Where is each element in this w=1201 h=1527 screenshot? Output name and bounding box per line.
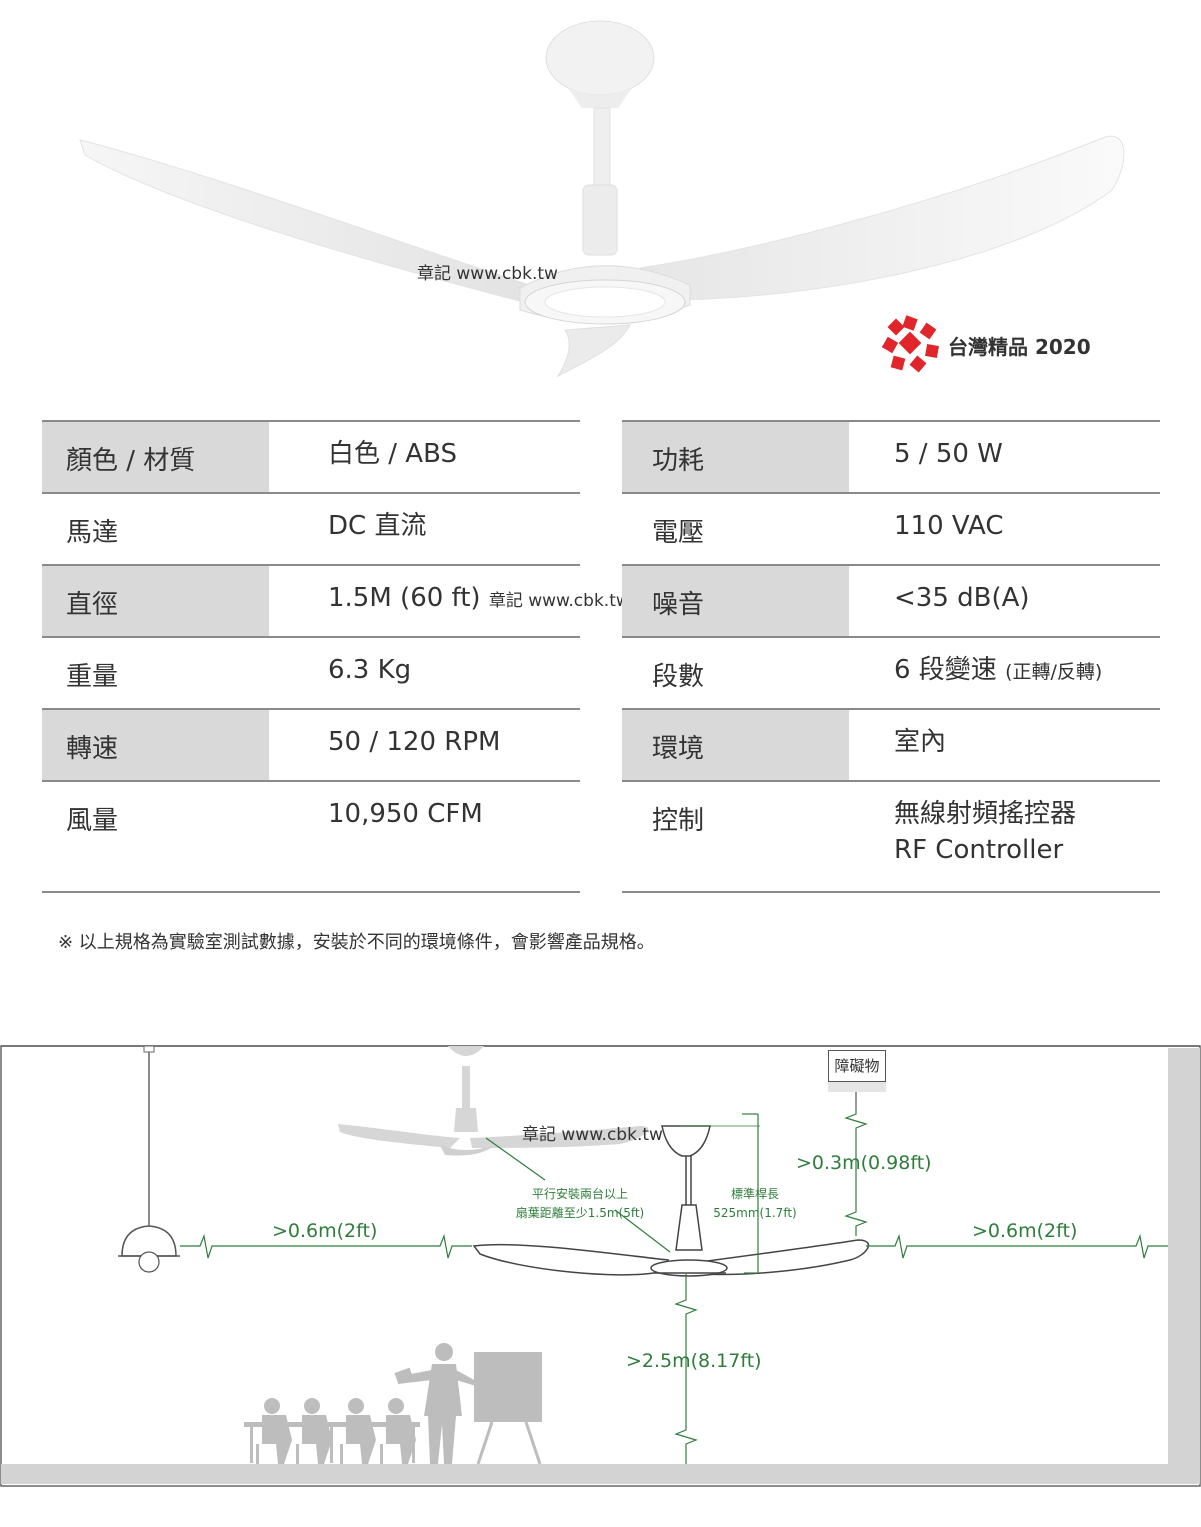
spec-label: 功耗	[652, 446, 705, 476]
rod-length-note: 標準桿長 525mm(1.7ft)	[700, 1185, 810, 1223]
spec-value-text: 1.5M (60 ft)	[328, 583, 481, 613]
row-divider	[42, 492, 580, 494]
table-row: 重量 6.3 Kg	[42, 638, 580, 710]
disclaimer-note: ※ 以上規格為實驗室測試數據，安裝於不同的環境條件，會影響產品規格。	[58, 932, 655, 953]
table-row: 轉速 50 / 120 RPM	[42, 710, 580, 782]
table-top-line	[42, 420, 580, 422]
award-text: 台灣精品 2020	[948, 335, 1091, 359]
spec-label: 重量	[66, 662, 119, 692]
spec-value: 6.3 Kg	[328, 655, 412, 685]
spec-value-line2: RF Controller	[894, 835, 1064, 865]
row-divider	[42, 780, 580, 782]
row-label-cell	[622, 422, 849, 494]
parallel-note-line1: 平行安裝兩台以上	[531, 1187, 628, 1201]
table-row: 功耗 5 / 50 W	[622, 422, 1160, 494]
row-divider	[42, 636, 580, 638]
clearance-right-label: >0.6m(2ft)	[972, 1220, 1078, 1242]
spec-table-left: 顏色 / 材質 白色 / ABS 馬達 DC 直流 直徑 1.5M (60 ft…	[42, 420, 630, 893]
clearance-floor-label: >2.5m(8.17ft)	[626, 1350, 762, 1372]
row-divider	[622, 891, 1160, 893]
rod-note-line1: 標準桿長	[730, 1187, 779, 1201]
spec-label: 轉速	[66, 734, 119, 764]
row-label-cell	[42, 566, 269, 638]
row-divider	[622, 636, 1160, 638]
spec-label: 控制	[652, 806, 705, 836]
row-label-cell	[622, 710, 849, 782]
spec-label: 電壓	[652, 518, 705, 548]
spec-value-note: (正轉/反轉)	[1005, 661, 1103, 683]
spec-value: DC 直流	[328, 511, 427, 541]
clearance-left-label: >0.6m(2ft)	[272, 1220, 378, 1242]
watermark-top: 章記 www.cbk.tw	[417, 264, 558, 284]
spec-label: 顏色 / 材質	[66, 446, 196, 476]
obstacle-label: 障礙物	[828, 1050, 886, 1082]
spec-value: 1.5M (60 ft) 章記 www.cbk.tw	[328, 580, 630, 619]
table-top-line	[622, 420, 1160, 422]
watermark-diagram: 章記 www.cbk.tw	[522, 1125, 663, 1145]
table-row: 馬達 DC 直流	[42, 494, 580, 566]
parallel-note-line2: 扇葉距離至少1.5m(5ft)	[515, 1206, 645, 1220]
table-row: 直徑 1.5M (60 ft) 章記 www.cbk.tw	[42, 566, 630, 638]
row-divider	[42, 564, 580, 566]
row-divider	[42, 708, 580, 710]
spec-label: 環境	[652, 734, 705, 764]
row-divider	[622, 780, 1160, 782]
table-row: 顏色 / 材質 白色 / ABS	[42, 422, 580, 494]
row-divider	[622, 564, 1160, 566]
spec-value: 110 VAC	[894, 511, 1004, 541]
award-logo-icon	[882, 315, 939, 373]
table-row: 噪音 <35 dB(A)	[622, 566, 1160, 638]
parallel-install-note: 平行安裝兩台以上 扇葉距離至少1.5m(5ft)	[500, 1185, 660, 1223]
spec-value-line1: 無線射頻搖控器	[894, 799, 1077, 829]
spec-value: 50 / 120 RPM	[328, 727, 501, 757]
row-divider	[622, 492, 1160, 494]
row-label-cell	[622, 566, 849, 638]
table-row: 段數 6 段變速 (正轉/反轉)	[622, 638, 1160, 710]
spec-value: 室內	[894, 727, 947, 757]
spec-value: 白色 / ABS	[328, 439, 457, 469]
row-divider	[42, 891, 580, 893]
spec-label: 段數	[652, 662, 705, 692]
ceiling-fan-illustration	[79, 20, 1125, 378]
watermark-table: 章記 www.cbk.tw	[488, 591, 630, 611]
spec-value: 10,950 CFM	[328, 799, 483, 829]
spec-value-text: 6 段變速	[894, 655, 997, 685]
table-row: 環境 室內	[622, 710, 1160, 782]
table-row: 控制 無線射頻搖控器 RF Controller	[622, 782, 1160, 893]
row-label-cell	[42, 422, 269, 494]
row-label-cell	[622, 782, 849, 893]
rod-note-line2: 525mm(1.7ft)	[713, 1206, 797, 1220]
spec-label: 風量	[66, 806, 119, 836]
row-label-cell	[42, 782, 269, 893]
spec-table-right: 功耗 5 / 50 W 電壓 110 VAC 噪音 <35 dB(A) 段數 6…	[622, 420, 1160, 893]
spec-label: 噪音	[652, 590, 705, 620]
installation-diagram	[0, 1045, 1201, 1487]
spec-value: <35 dB(A)	[894, 583, 1030, 613]
spec-value: 5 / 50 W	[894, 439, 1003, 469]
spec-label: 馬達	[66, 518, 119, 548]
table-row: 風量 10,950 CFM	[42, 782, 580, 893]
row-label-cell	[42, 710, 269, 782]
spec-value: 6 段變速 (正轉/反轉)	[894, 652, 1102, 690]
clearance-top-label: >0.3m(0.98ft)	[796, 1152, 932, 1174]
table-row: 電壓 110 VAC	[622, 494, 1160, 566]
row-divider	[622, 708, 1160, 710]
spec-value: 無線射頻搖控器 RF Controller	[894, 796, 1076, 868]
spec-label: 直徑	[66, 590, 119, 620]
